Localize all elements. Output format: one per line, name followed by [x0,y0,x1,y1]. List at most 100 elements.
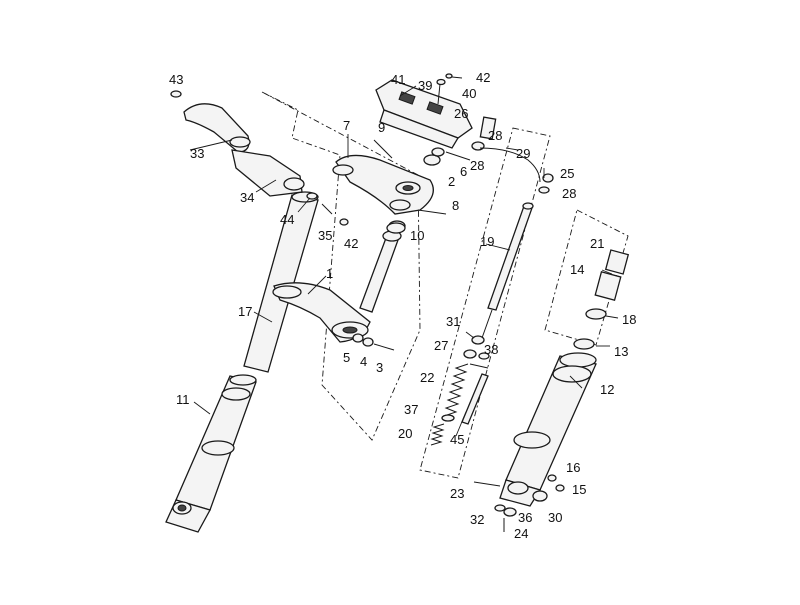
washer-6 [431,147,445,157]
callout-31: 31 [446,314,460,329]
callout-21: 21 [590,236,604,251]
callout-38: 38 [484,342,498,357]
washer-36 [503,507,517,517]
callout-16: 16 [566,460,580,475]
callout-7: 7 [343,118,350,133]
washer-40 [436,78,446,86]
callout-32: 32 [470,512,484,527]
callout-27: 27 [434,338,448,353]
callout-35: 35 [318,228,332,243]
callout-14: 14 [570,262,584,277]
ring-38 [478,352,490,360]
callout-17: 17 [238,304,252,319]
callout-44: 44 [280,212,294,227]
callout-45: 45 [450,432,464,447]
bracket-assembly-outline [261,91,421,441]
spacer-tube-45 [461,373,489,425]
bolt-23 [473,481,501,487]
screw-42-top [445,73,453,79]
collar-10 [386,222,406,234]
callout-23: 23 [450,486,464,501]
link-rod-29 [479,147,541,183]
callout-40: 40 [462,86,476,101]
damper-cartridge-19 [481,202,534,339]
bolt-8 [417,209,447,215]
washer-32 [494,504,506,512]
callout-9: 9 [378,120,385,135]
callout-42-top: 42 [476,70,490,85]
cartridge-outline [419,127,551,479]
callout-33: 33 [190,146,204,161]
callout-4: 4 [360,354,367,369]
bushing-14 [594,271,622,301]
ring-18 [585,308,607,320]
callout-13: 13 [614,344,628,359]
washer-15 [555,484,565,492]
oring-25 [542,173,554,183]
oring-28a [471,141,485,151]
callout-1: 1 [326,266,333,281]
nut-31 [471,335,485,345]
bushing-outline [544,209,629,346]
callout-37: 37 [404,402,418,417]
bracket-34 [231,149,305,197]
callout-41: 41 [391,72,405,87]
bushing-21 [604,249,630,275]
spring-20 [430,423,445,446]
callout-15: 15 [572,482,586,497]
screw-44 [306,192,318,200]
washer-30 [532,490,548,502]
fork-slider-11 [165,374,257,533]
callout-6: 6 [460,164,467,179]
callout-12: 12 [600,382,614,397]
leader-lines [189,76,619,437]
bolt-9 [373,139,393,159]
nut-5 [352,333,364,343]
callout-10: 10 [410,228,424,243]
callout-39: 39 [418,78,432,93]
washer-4 [362,337,374,347]
bolt-3 [373,343,395,351]
bolt-39 [437,83,441,105]
screw-35 [321,203,333,215]
fork-slider-12 [499,352,597,507]
callout-8: 8 [452,198,459,213]
callout-2: 2 [448,174,455,189]
callout-11: 11 [176,392,190,407]
callout-22: 22 [420,370,434,385]
nut-2 [423,154,441,166]
screw-16 [547,474,557,482]
callout-24: 24 [514,526,528,541]
callout-36: 36 [518,510,532,525]
lower-yoke-1 [272,282,371,343]
upper-yoke-7 [332,154,434,215]
steering-stem [359,220,406,313]
screw-6 [445,151,471,161]
callout-3: 3 [376,360,383,375]
callout-20: 20 [398,426,412,441]
callout-25: 25 [560,166,574,181]
callout-42-left: 42 [344,236,358,251]
ring-27 [463,349,477,359]
fork-spring-22 [443,363,469,417]
seal-13 [573,338,595,350]
spacer-37 [441,414,455,422]
callout-28-lower: 28 [562,186,576,201]
screw-43 [170,90,182,98]
callout-26: 26 [454,106,468,121]
callout-43: 43 [169,72,183,87]
oring-28c [538,186,550,194]
callout-labels: 43 33 34 44 35 42 17 11 1 5 4 3 7 9 2 6 … [169,70,636,541]
screw-42-left [339,218,349,226]
callout-34: 34 [240,190,254,205]
top-bracket-41 [375,79,473,149]
callout-5: 5 [343,350,350,365]
callout-18: 18 [622,312,636,327]
adjuster-26 [479,116,497,140]
callout-28-middle: 28 [470,158,484,173]
callout-29: 29 [516,146,530,161]
callout-28-upper: 28 [488,128,502,143]
callout-30: 30 [548,510,562,525]
